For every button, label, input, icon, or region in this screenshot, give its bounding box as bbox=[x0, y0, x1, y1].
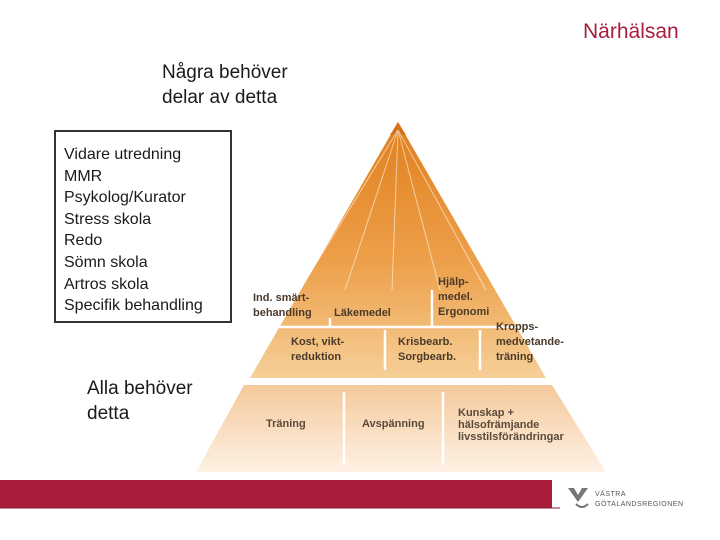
list-item: Vidare utredning bbox=[64, 146, 182, 163]
label-kunskap-2: hälsofrämjande bbox=[458, 419, 539, 431]
label-hjalp-3: Ergonomi bbox=[438, 306, 489, 318]
label-kost-1: Kost, vikt- bbox=[291, 336, 345, 348]
list-item: Artros skola bbox=[64, 275, 149, 293]
pyramid-upper bbox=[250, 122, 546, 378]
label-ind-smart-2: behandling bbox=[253, 307, 312, 319]
label-avspanning: Avspänning bbox=[362, 418, 425, 430]
list-item: Redo bbox=[64, 232, 103, 250]
brand-logo: Närhälsan bbox=[583, 20, 679, 43]
list-item: Specifik behandling bbox=[64, 297, 203, 315]
label-hjalp-2: medel. bbox=[438, 291, 473, 303]
pyramid-separators bbox=[272, 290, 536, 370]
base-separators bbox=[342, 392, 445, 465]
pyramid-base bbox=[196, 385, 606, 472]
label-kunskap-1: Kunskap + bbox=[458, 407, 514, 419]
top-note: Några behöver delar av detta bbox=[162, 62, 288, 108]
label-kropp-1: Kropps- bbox=[496, 321, 539, 333]
list-item: MMR bbox=[64, 167, 103, 185]
logo-text-line2: GÖTALANDSREGIONEN bbox=[595, 500, 684, 508]
label-lakemedel: Läkemedel bbox=[334, 307, 391, 319]
logo-text-line1: VÄSTRA bbox=[595, 490, 626, 498]
label-kris-1: Krisbearb. bbox=[398, 336, 452, 348]
list-item: Psykolog/Kurator bbox=[64, 189, 186, 207]
list-item: Stress skola bbox=[64, 210, 152, 228]
label-ind-smart-1: Ind. smärt- bbox=[253, 292, 310, 304]
label-kris-2: Sorgbearb. bbox=[398, 351, 456, 363]
label-kost-2: reduktion bbox=[291, 351, 341, 363]
label-kropp-2: medvetande- bbox=[496, 336, 564, 348]
vgr-logo-icon bbox=[568, 488, 589, 508]
label-hjalp-1: Hjälp- bbox=[438, 276, 469, 288]
list-item: Sömn skola bbox=[64, 253, 148, 271]
pyramid-apex bbox=[390, 122, 406, 135]
pyramid-stripes bbox=[299, 129, 487, 291]
footer-band: VÄSTRA GÖTALANDSREGIONEN bbox=[0, 480, 720, 540]
label-kropp-3: träning bbox=[496, 351, 533, 363]
footer-red-bar bbox=[0, 480, 552, 508]
bottom-note: Alla behöver detta bbox=[87, 378, 193, 424]
label-kunskap-3: livsstilsförändringar bbox=[458, 431, 564, 443]
interventions-list-box: Vidare utredning MMR Psykolog/Kurator St… bbox=[54, 130, 232, 323]
label-traning: Träning bbox=[266, 418, 306, 430]
